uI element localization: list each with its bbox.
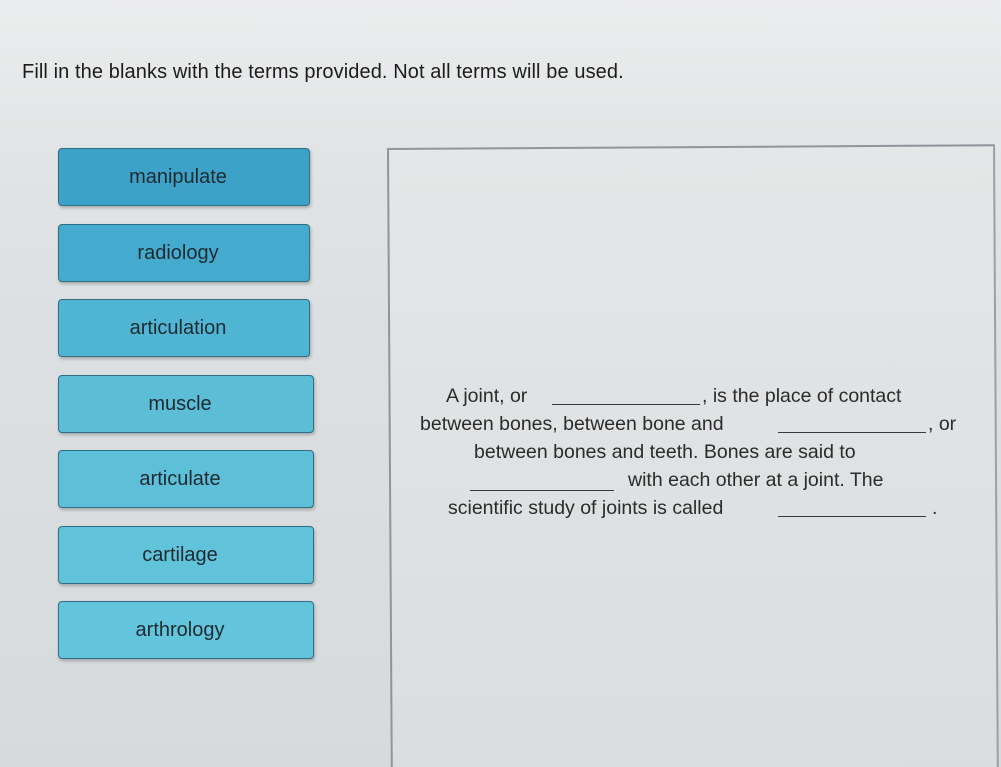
fill-in-passage: A joint, or , is the place of contact be… <box>408 382 988 522</box>
term-tile-articulation[interactable]: articulation <box>58 299 310 357</box>
term-label: articulation <box>129 316 227 339</box>
passage-line-1: A joint, or , is the place of contact <box>408 382 988 410</box>
passage-text: between bones, between bone and <box>420 413 724 435</box>
blank-2[interactable] <box>778 414 926 433</box>
term-label: radiology <box>137 241 219 264</box>
term-tile-radiology[interactable]: radiology <box>58 224 310 282</box>
term-label: muscle <box>148 392 212 415</box>
term-tile-manipulate[interactable]: manipulate <box>58 148 310 206</box>
term-tile-arthrology[interactable]: arthrology <box>58 601 314 659</box>
passage-line-4: with each other at a joint. The <box>408 466 988 494</box>
blank-1[interactable] <box>552 386 700 405</box>
passage-text: between bones and teeth. Bones are said … <box>474 441 856 463</box>
passage-text: , is the place of contact <box>702 385 902 407</box>
term-label: arthrology <box>135 618 225 641</box>
passage-line-5: scientific study of joints is called . <box>408 494 988 522</box>
term-label: articulate <box>139 467 221 490</box>
passage-text: A joint, or <box>446 385 528 407</box>
blank-3[interactable] <box>470 472 614 491</box>
instructions-text: Fill in the blanks with the terms provid… <box>22 61 624 83</box>
passage-text: with each other at a joint. The <box>628 469 884 491</box>
header-band <box>0 0 1001 130</box>
term-label: manipulate <box>129 165 227 188</box>
passage-text: . <box>932 497 938 519</box>
term-label: cartilage <box>142 543 218 566</box>
term-tile-cartilage[interactable]: cartilage <box>58 526 314 584</box>
passage-line-2: between bones, between bone and , or <box>408 410 988 438</box>
passage-text: , or <box>928 413 957 435</box>
term-tile-articulate[interactable]: articulate <box>58 450 314 508</box>
passage-line-3: between bones and teeth. Bones are said … <box>408 438 988 466</box>
term-tile-muscle[interactable]: muscle <box>58 375 314 433</box>
blank-4[interactable] <box>778 498 926 517</box>
passage-text: scientific study of joints is called <box>448 497 724 519</box>
